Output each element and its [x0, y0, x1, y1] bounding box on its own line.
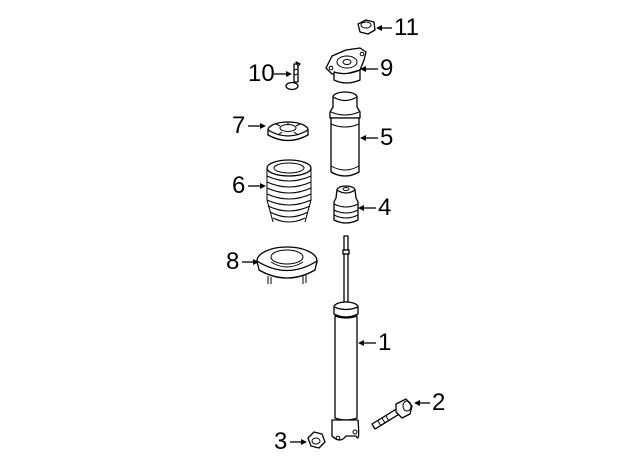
leader-lines [242, 25, 430, 445]
shock-absorber-part [331, 235, 360, 441]
callout-7: 7 [232, 112, 246, 139]
callout-9: 9 [380, 55, 394, 82]
callout-4: 4 [378, 194, 392, 221]
callout-10: 10 [248, 60, 275, 87]
nut-upper-part [357, 19, 376, 35]
bump-stop-part [333, 185, 359, 224]
callout-11: 11 [394, 14, 419, 41]
bolt-stud-part [285, 61, 301, 91]
callout-1: 1 [378, 329, 392, 356]
upper-mount-part [325, 47, 367, 84]
dust-boot-part [329, 91, 361, 177]
spring-seat-part [256, 246, 318, 284]
coil-spring-part [266, 159, 312, 223]
callout-2: 2 [432, 389, 446, 416]
spring-insulator-part [267, 121, 309, 142]
nut-part [307, 431, 326, 449]
callout-3: 3 [274, 428, 288, 455]
callout-5: 5 [380, 124, 394, 151]
bolt-part [371, 398, 413, 430]
callout-8: 8 [226, 248, 240, 275]
callout-6: 6 [232, 172, 246, 199]
